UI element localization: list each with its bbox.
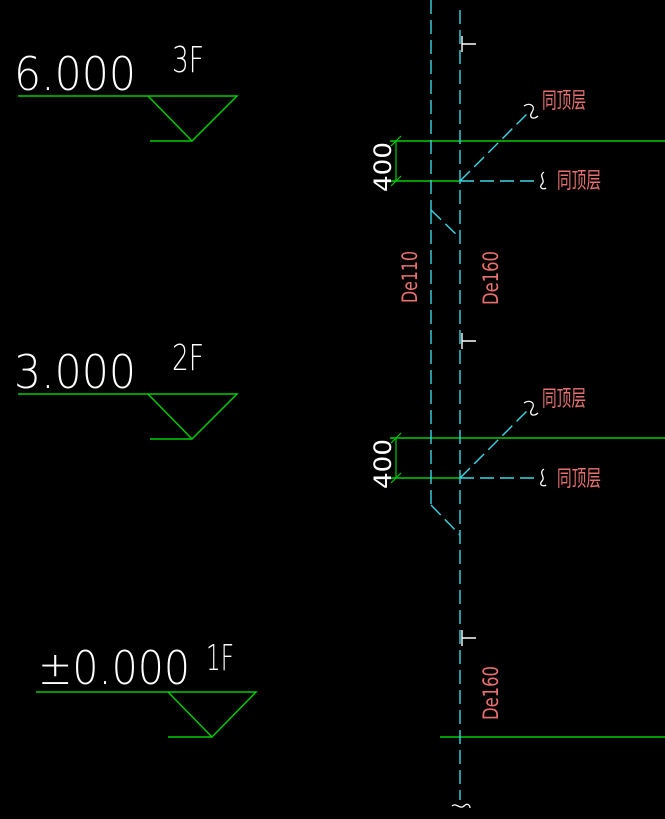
elevation-value-1f: ±0.000: [38, 641, 190, 695]
pipe-end-bottom: [451, 803, 471, 809]
pipe-left-offset-lower: [430, 504, 461, 536]
pipe-label-de160-lower: De160: [479, 666, 503, 720]
floor-label-1f: 1F: [206, 638, 234, 679]
elevation-marker-1f: ±0.000 1F: [36, 638, 258, 738]
pipe-end-upper-horiz: [540, 171, 547, 190]
pipe-end-marks: [451, 103, 547, 809]
branch-note-lower-horiz: 同顶层: [557, 467, 601, 492]
dimension-upper: 400: [369, 135, 402, 192]
elevation-value-3f: 6.000: [14, 47, 136, 101]
dimension-line-lower: [390, 432, 402, 484]
cleanout-mark-2f: [461, 333, 476, 349]
branch-diag-lower: [459, 409, 529, 479]
dimension-text-lower: 400: [369, 439, 397, 489]
elevation-symbol-3f: [18, 95, 239, 142]
dimension-line-upper: [390, 135, 402, 187]
cleanout-marks: [461, 36, 476, 646]
pipe-end-lower-horiz: [540, 468, 547, 487]
dimension-lower: 400: [369, 432, 402, 489]
floor-lines: [390, 140, 665, 738]
elevation-value-2f: 3.000: [14, 345, 136, 399]
branch-note-upper-horiz: 同顶层: [557, 169, 601, 194]
dimension-text-upper: 400: [369, 142, 397, 192]
pipe-end-lower-diag: [523, 400, 539, 416]
elevation-symbol-2f: [18, 393, 239, 440]
branch-diag-upper: [459, 112, 529, 182]
pipe-label-de160-upper: De160: [479, 251, 503, 305]
elevation-marker-2f: 3.000 2F: [14, 338, 239, 440]
cleanout-mark-3f: [461, 36, 476, 52]
pipes: [430, 0, 540, 800]
floor-label-2f: 2F: [172, 338, 204, 379]
elevation-marker-3f: 6.000 3F: [14, 40, 239, 142]
elevation-symbol-1f: [36, 691, 258, 738]
pipe-left-offset-upper: [430, 209, 461, 239]
pipe-label-de110: De110: [398, 251, 422, 303]
branch-note-upper-diag: 同顶层: [542, 89, 586, 114]
pipe-end-upper-diag: [523, 103, 539, 119]
floor-label-3f: 3F: [172, 40, 204, 81]
cleanout-mark-1f: [461, 630, 476, 646]
branch-note-lower-diag: 同顶层: [542, 387, 586, 412]
